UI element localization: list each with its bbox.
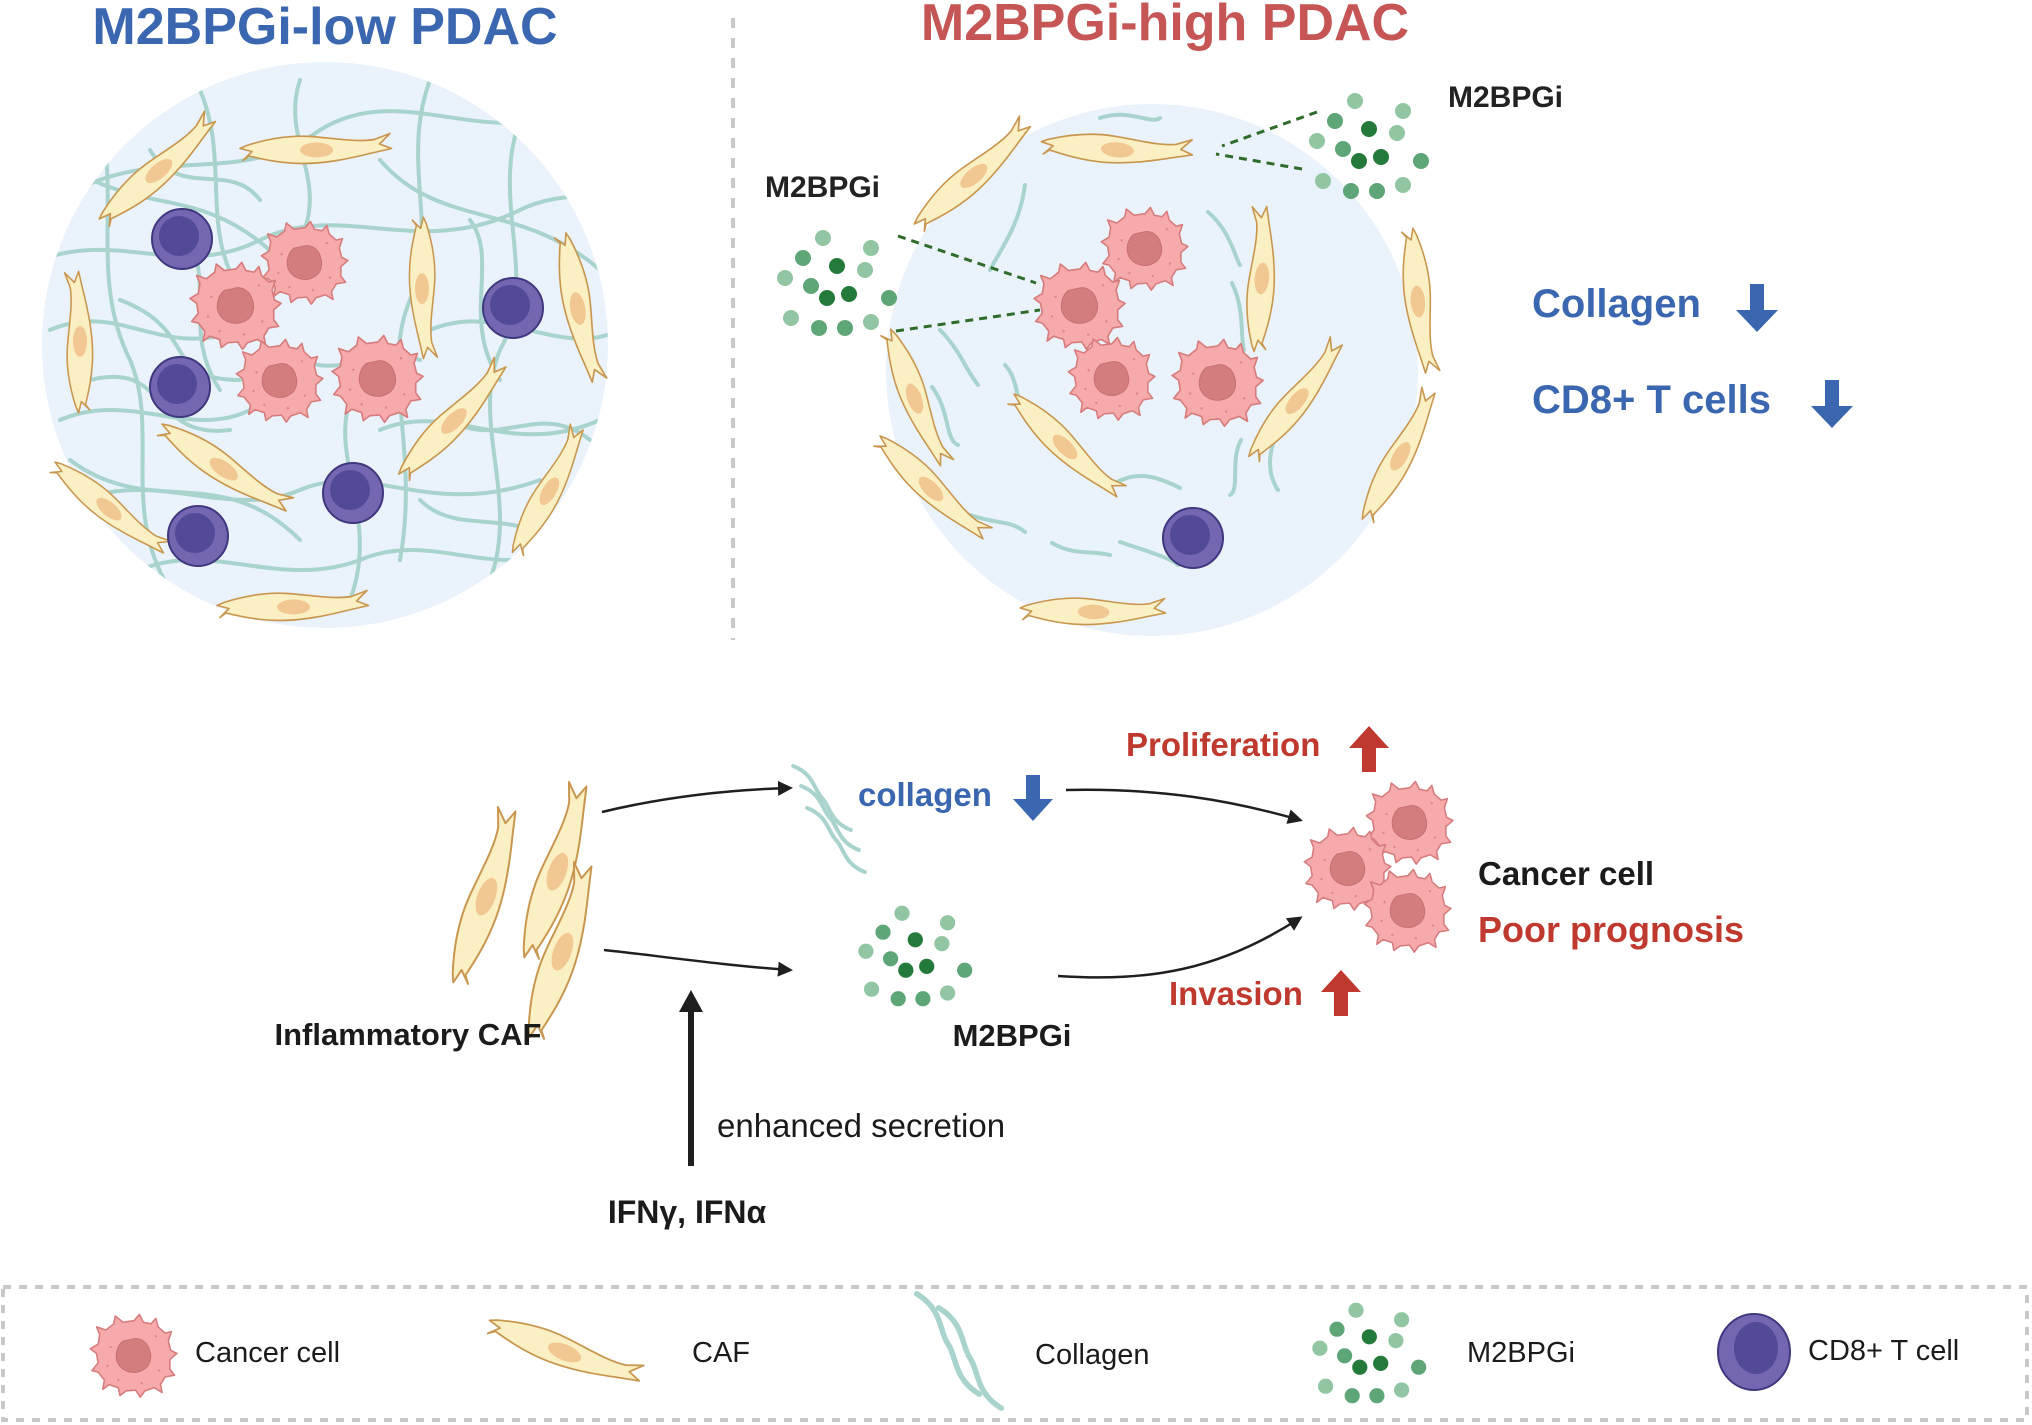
arrow-up-icon — [1349, 726, 1389, 772]
sparse-collagen — [930, 112, 1280, 567]
m2bpgi-label: M2BPGi — [953, 1018, 1072, 1053]
legend-item-cd8-t-cell: CD8+ T cell — [1717, 1313, 1959, 1391]
m2bpgi-icon — [1312, 1302, 1427, 1404]
inflammatory-caf-cell — [435, 804, 534, 990]
legend-label: CD8+ T cell — [1808, 1335, 1959, 1367]
stimulus-arrow-head — [679, 990, 703, 1012]
cd8-t-cell — [322, 462, 384, 524]
enhanced-secretion-label: enhanced secretion — [717, 1107, 1005, 1144]
mechanism-diagram: Inflammatory CAF collagen M2BPGi Prolife… — [275, 726, 1744, 1230]
dense-collagen-network — [42, 78, 608, 602]
m2bpgi-leader-lines — [895, 110, 1318, 333]
collagen-fibre — [801, 786, 859, 850]
legend-label: CAF — [692, 1337, 750, 1369]
arrow-down-icon — [1811, 380, 1853, 428]
caf-icon — [482, 1304, 647, 1397]
cd8-t-cell — [167, 505, 229, 567]
legend-item-cancer-cell: Cancer cell — [89, 1313, 340, 1398]
low-panel-title: M2BPGi-low PDAC — [92, 0, 557, 56]
low-tumor-tissue — [42, 62, 608, 628]
cancer-cell-label: Cancer cell — [1478, 855, 1654, 892]
m2bpgi-label-left: M2BPGi — [765, 171, 880, 204]
legend-label: Collagen — [1035, 1339, 1149, 1371]
m2bpgi-cluster-left — [777, 230, 897, 336]
cd8-t-cell — [482, 277, 544, 339]
high-tumor-tissue — [777, 93, 1449, 636]
legend-border — [1, 1285, 2029, 1422]
arrow-m2bpgi-to-cancer[interactable] — [1057, 916, 1303, 979]
cd8-t-cell — [151, 208, 213, 270]
legend-label: M2BPGi — [1467, 1337, 1575, 1369]
arrow-caf-to-m2bpgi[interactable] — [603, 948, 793, 977]
m2bpgi-cluster — [858, 905, 973, 1007]
inflammatory-caf-label: Inflammatory CAF — [275, 1017, 542, 1052]
ifn-label: IFNγ, IFNα — [608, 1194, 767, 1230]
legend-item-m2bpgi: M2BPGi — [1312, 1302, 1575, 1404]
m2bpgi-cluster-right — [1309, 93, 1429, 199]
high-effects: Collagen CD8+ T cells — [1532, 282, 1853, 428]
legend-label: Cancer cell — [195, 1337, 340, 1369]
arrow-collagen-to-cancer[interactable] — [1065, 788, 1303, 824]
legend: Cancer cell CAF Collagen M2BPGi CD8+ T c… — [1, 1285, 2029, 1422]
arrow-up-icon — [1321, 970, 1361, 1016]
collagen-label: collagen — [858, 776, 992, 813]
cd8-t-cell — [1162, 507, 1224, 569]
invasion-label: Invasion — [1169, 975, 1303, 1012]
high-panel-title: M2BPGi-high PDAC — [921, 0, 1409, 52]
cancer-cell-icon — [89, 1313, 178, 1398]
legend-item-collagen: Collagen — [901, 1294, 1149, 1408]
effect-collagen-label: Collagen — [1532, 282, 1701, 326]
m2bpgi-label-right: M2BPGi — [1448, 81, 1563, 114]
arrow-down-icon — [1013, 775, 1053, 821]
effect-cd8-label: CD8+ T cells — [1532, 378, 1771, 422]
arrow-caf-to-collagen[interactable] — [601, 780, 793, 814]
proliferation-label: Proliferation — [1126, 726, 1320, 763]
cd8-t-cell — [149, 356, 211, 418]
poor-prognosis-label: Poor prognosis — [1478, 909, 1744, 950]
arrow-down-icon — [1736, 284, 1778, 332]
legend-item-caf: CAF — [482, 1304, 750, 1397]
